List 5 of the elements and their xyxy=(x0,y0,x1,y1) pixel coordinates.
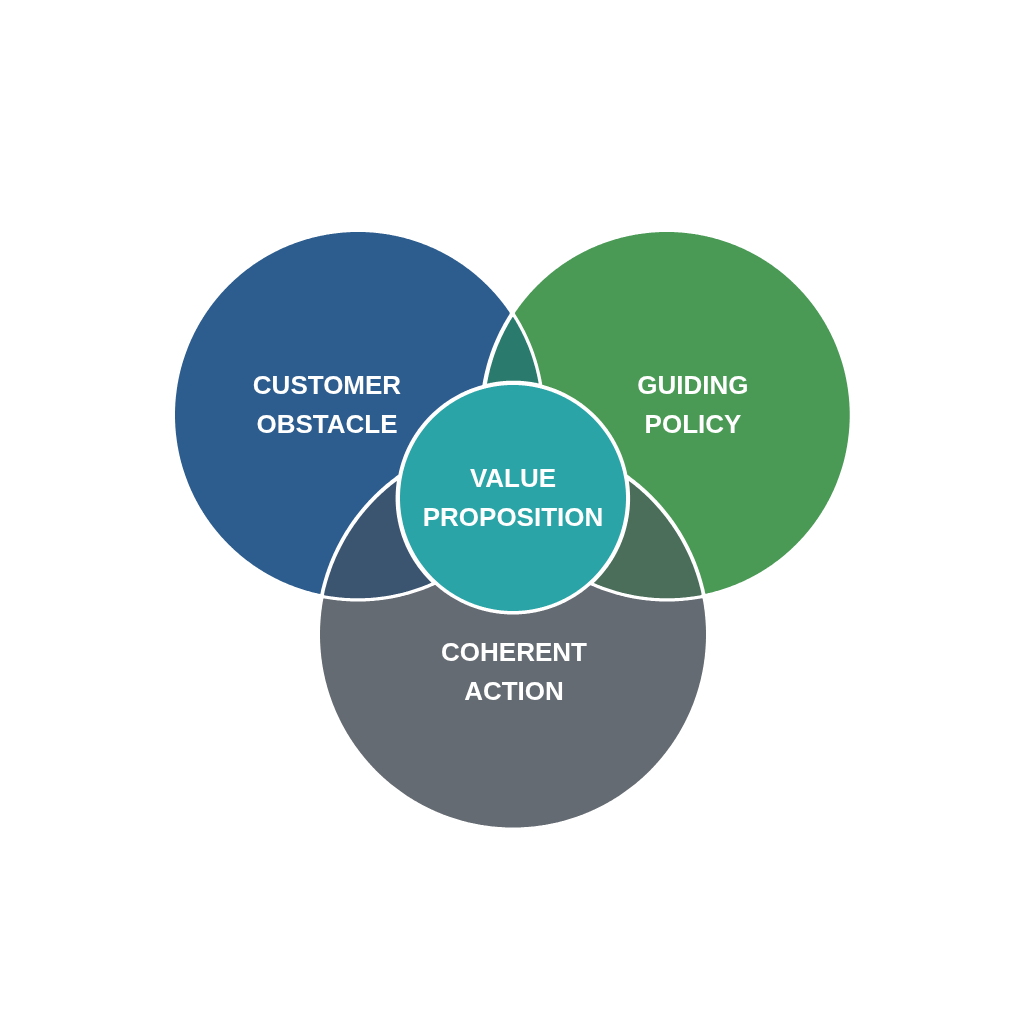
circle-label: VALUE PROPOSITION xyxy=(422,462,604,534)
circle-label: GUIDING POLICY xyxy=(637,369,749,441)
circle-label: COHERENT ACTION xyxy=(441,636,587,708)
overlap-region xyxy=(486,317,539,384)
circle-label: CUSTOMER OBSTACLE xyxy=(252,369,402,441)
